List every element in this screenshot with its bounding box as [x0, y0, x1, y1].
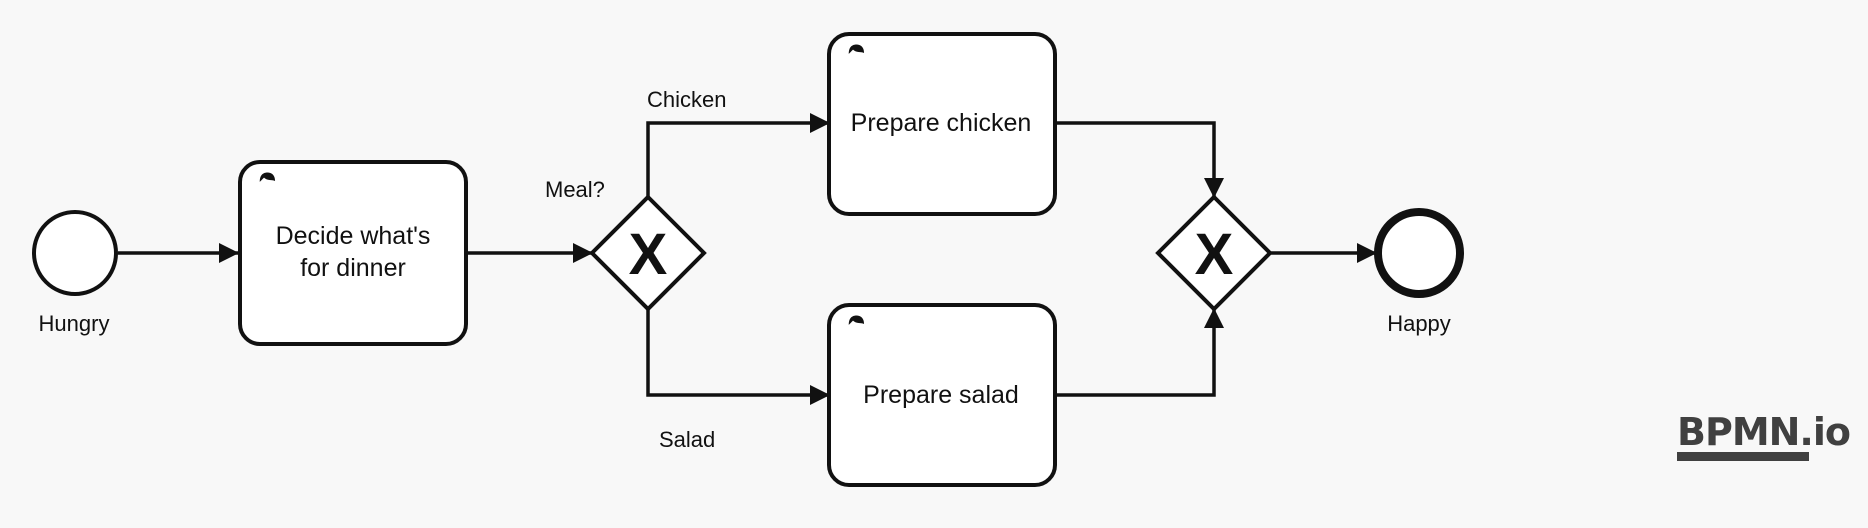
task-decide-label-line1: Decide what's [276, 222, 431, 250]
task-decide-dinner[interactable] [238, 160, 468, 346]
start-event[interactable] [32, 210, 118, 296]
bpmn-io-logo-underline [1677, 452, 1809, 461]
end-event[interactable] [1374, 208, 1464, 298]
gateway-join-marker: X [1195, 222, 1234, 287]
gateway-split-label: Meal? [545, 177, 605, 202]
task-prepare-chicken[interactable] [827, 32, 1057, 216]
exclusive-gateway-join[interactable] [1155, 194, 1273, 312]
flow-label-chicken: Chicken [647, 87, 726, 112]
flow-chicken-to-join[interactable] [1055, 121, 1224, 198]
task-salad-label: Prepare salad [863, 381, 1019, 409]
gateway-split-marker: X [629, 222, 668, 287]
flow-chicken-branch[interactable] [646, 113, 830, 197]
task-prepare-salad[interactable] [827, 303, 1057, 487]
task-chicken-label: Prepare chicken [851, 109, 1032, 137]
task-decide-label-line2: for dinner [300, 254, 406, 282]
end-event-label: Happy [1387, 311, 1451, 336]
flow-salad-to-join[interactable] [1055, 308, 1224, 397]
bpmn-io-logo-text: BPMN.io [1677, 410, 1850, 454]
flow-label-salad: Salad [659, 427, 715, 452]
start-event-label: Hungry [39, 311, 110, 336]
flow-salad-branch[interactable] [646, 309, 830, 405]
exclusive-gateway-split[interactable] [589, 194, 707, 312]
bpmn-io-logo[interactable]: BPMN.io [1677, 410, 1851, 461]
